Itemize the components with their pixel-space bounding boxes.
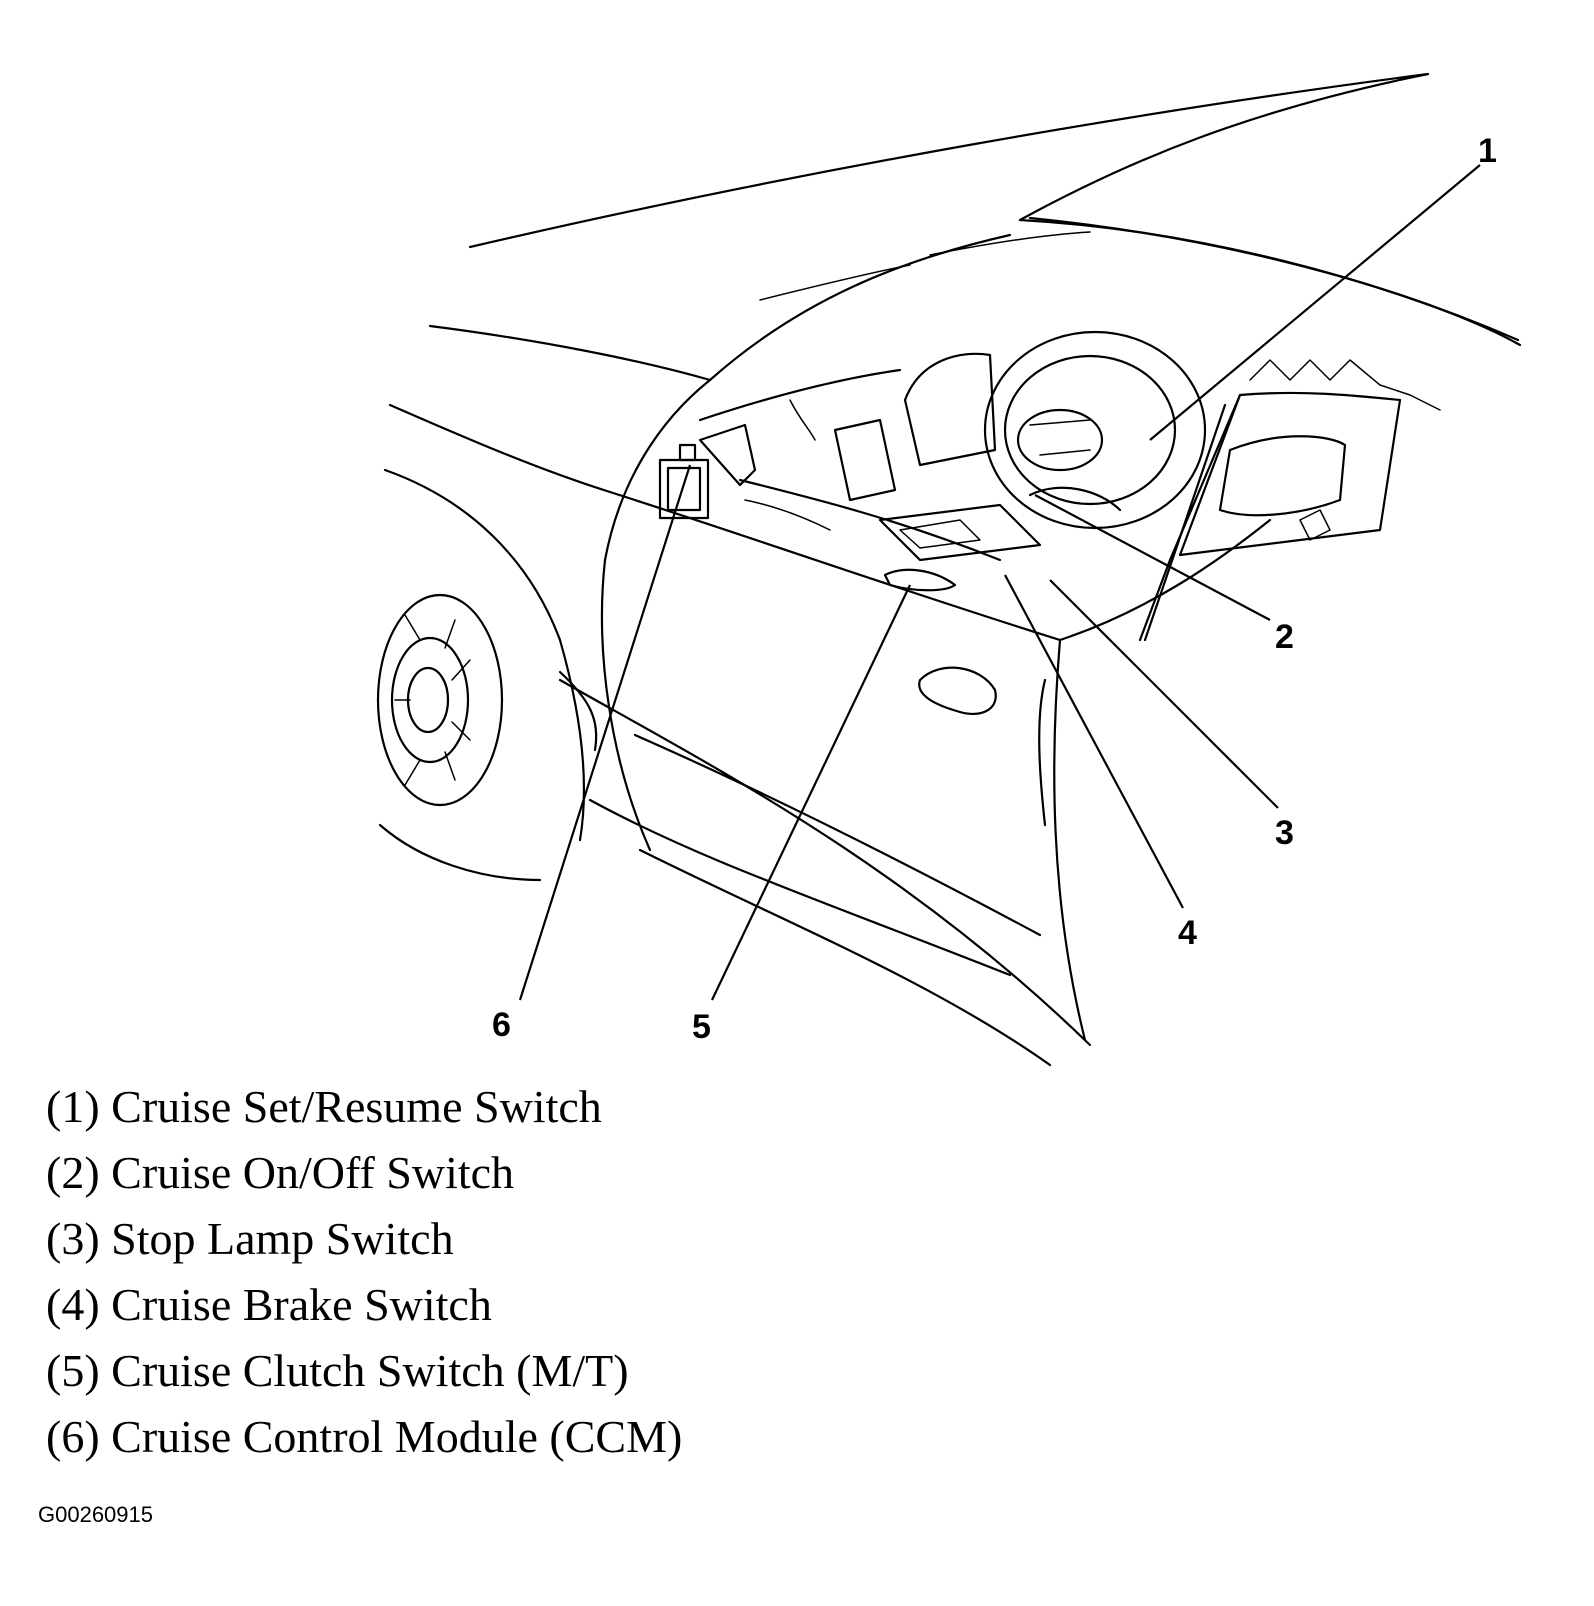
legend-item-6: (6) Cruise Control Module (CCM) — [46, 1411, 683, 1462]
door-interior-and-pillar — [1138, 359, 1441, 642]
clutch-switch-bracket — [883, 568, 957, 592]
legend-item-4: (4) Cruise Brake Switch — [46, 1279, 492, 1330]
callout-6: 6 — [492, 1006, 511, 1044]
leader-line-2 — [1034, 494, 1271, 621]
callout-1: 1 — [1478, 132, 1497, 170]
legend-item-3: (3) Stop Lamp Switch — [46, 1213, 454, 1264]
leader-line-3 — [1049, 579, 1279, 809]
callout-3: 3 — [1275, 814, 1294, 852]
instrument-panel — [698, 231, 1091, 562]
component-legend: (1) Cruise Set/Resume Switch (2) Cruise … — [46, 1074, 682, 1470]
leader-lines — [518, 164, 1481, 1001]
steering-wheel — [983, 330, 1207, 530]
front-wheel — [376, 593, 504, 807]
callout-2: 2 — [1275, 618, 1294, 656]
leader-line-1 — [1149, 164, 1481, 441]
callout-numbers: 1 2 3 4 5 6 — [492, 132, 1497, 1046]
legend-item-1: (1) Cruise Set/Resume Switch — [46, 1081, 602, 1132]
door-handle — [918, 666, 997, 716]
legend-item-2: (2) Cruise On/Off Switch — [46, 1147, 515, 1198]
leader-line-6 — [518, 464, 692, 1001]
legend-item-5: (5) Cruise Clutch Switch (M/T) — [46, 1345, 629, 1396]
callout-4: 4 — [1178, 914, 1197, 952]
car-body-outline — [378, 72, 1522, 1067]
callout-5: 5 — [692, 1008, 711, 1046]
leader-line-5 — [711, 584, 911, 1001]
leader-line-4 — [1004, 574, 1184, 909]
figure-id: G00260915 — [38, 1502, 153, 1527]
